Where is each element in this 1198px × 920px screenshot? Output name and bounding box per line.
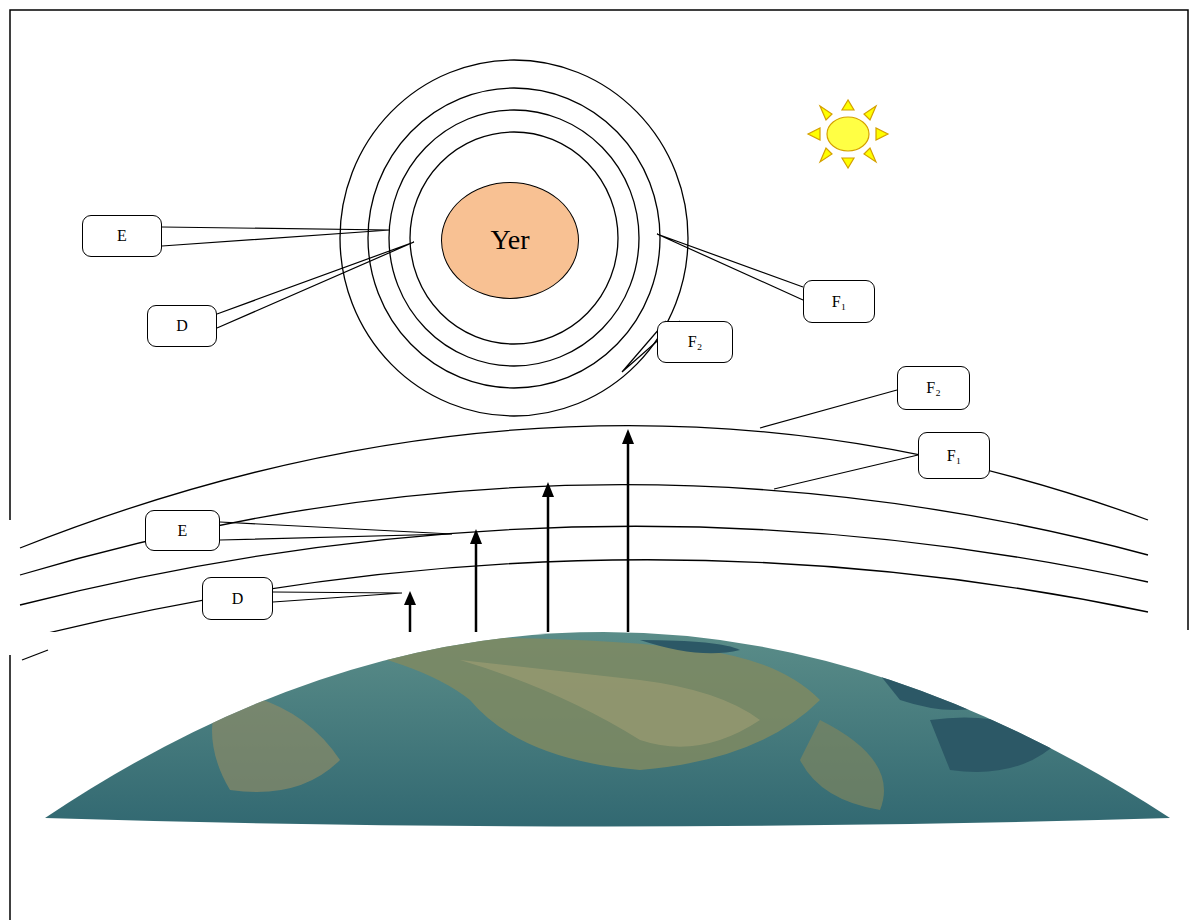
layer-arcs bbox=[20, 426, 1148, 632]
frame bbox=[10, 10, 1188, 920]
layer-name: E bbox=[178, 522, 188, 540]
sun-symbol bbox=[808, 100, 888, 168]
layer-label: F₂ bbox=[897, 366, 970, 410]
layer-name: D bbox=[232, 590, 244, 608]
layer-label: F₁ bbox=[803, 280, 875, 323]
layer-name: E bbox=[117, 227, 127, 245]
arc-fragment bbox=[22, 650, 48, 660]
earth-picture bbox=[40, 620, 1180, 840]
layer-name: F₂ bbox=[926, 379, 940, 397]
layer-label: E bbox=[145, 510, 220, 551]
layer-label: D bbox=[202, 577, 273, 620]
layer-label: D bbox=[147, 305, 217, 347]
layer-label: E bbox=[82, 215, 162, 257]
layer-name: F₂ bbox=[688, 333, 702, 351]
layer-label: F₂ bbox=[657, 321, 733, 363]
signal-arrows bbox=[404, 429, 634, 632]
layer-label: F₁ bbox=[918, 432, 990, 479]
layer-name: F₁ bbox=[947, 447, 961, 465]
planet-name: Yer bbox=[490, 225, 529, 256]
layer-rings bbox=[340, 60, 688, 416]
layer-name: D bbox=[176, 317, 188, 335]
layer-name: F₁ bbox=[832, 293, 846, 311]
planet-circle: Yer bbox=[441, 182, 579, 299]
